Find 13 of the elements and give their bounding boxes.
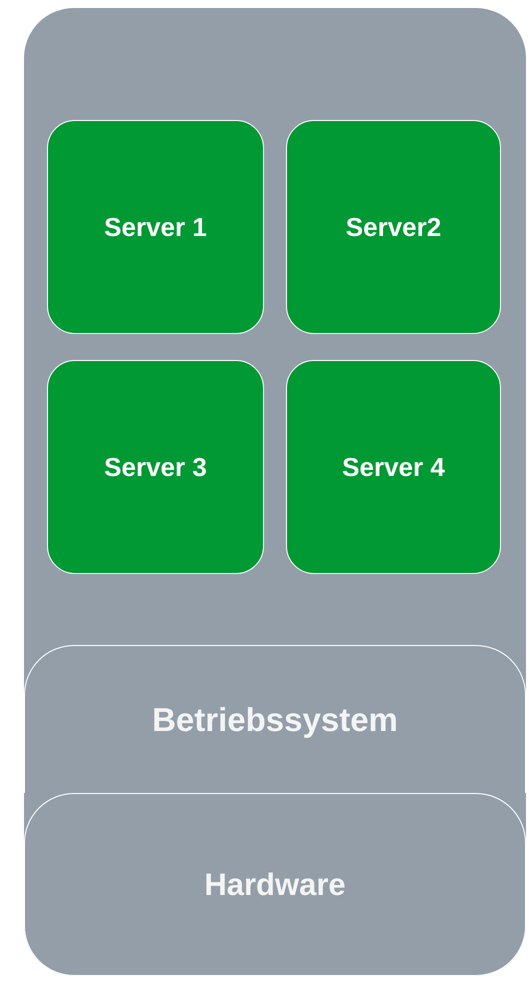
server-box [47, 120, 264, 334]
server-box [286, 360, 501, 574]
server-box [286, 120, 501, 334]
label: Betriebssystem [152, 700, 398, 738]
label: Server 4 [342, 452, 445, 482]
layer-band [24, 793, 526, 976]
server-box [47, 360, 264, 574]
label: Server2 [346, 212, 442, 242]
layer-band [24, 645, 526, 793]
label: Server 1 [104, 212, 207, 242]
container-box [24, 8, 526, 976]
label: Server 3 [104, 452, 207, 482]
label: Hardware [204, 866, 346, 902]
